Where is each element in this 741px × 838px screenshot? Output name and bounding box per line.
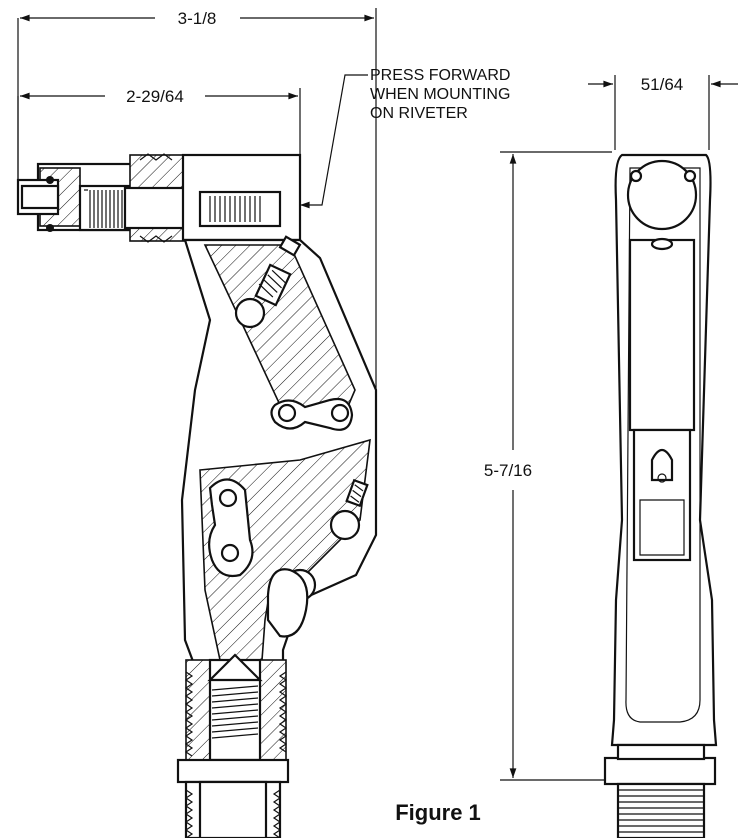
press-forward-note: PRESS FORWARD WHEN MOUNTING ON RIVETER [300, 67, 510, 209]
dimension-nose-length: 2-29/64 [17, 87, 301, 180]
note-line-2: WHEN MOUNTING [370, 86, 510, 103]
width-label: 51/64 [641, 75, 684, 94]
dimension-overall-length: 3-1/8 [17, 8, 377, 390]
dimension-width: 51/64 [588, 75, 738, 150]
nose-assembly [16, 153, 302, 243]
side-section-view [16, 153, 378, 838]
front-hex-nut [603, 756, 717, 786]
overall-length-label: 3-1/8 [178, 9, 217, 28]
dimension-height: 5-7/16 [484, 151, 612, 781]
nose-length-label: 2-29/64 [126, 87, 184, 106]
nose-threads [84, 189, 123, 228]
front-cover-plate [628, 238, 696, 432]
front-view [603, 153, 718, 838]
figure-caption: Figure 1 [395, 800, 481, 825]
trigger-slot [266, 568, 309, 638]
note-line-3: ON RIVETER [370, 105, 468, 122]
threaded-stem [176, 653, 290, 838]
set-screws [254, 235, 369, 508]
toggle-link-upper [270, 397, 354, 431]
front-thread [616, 782, 706, 838]
front-nose-bore [626, 159, 698, 231]
note-line-1: PRESS FORWARD [370, 67, 510, 84]
toggle-link-lower [208, 478, 254, 578]
height-label: 5-7/16 [484, 461, 532, 480]
